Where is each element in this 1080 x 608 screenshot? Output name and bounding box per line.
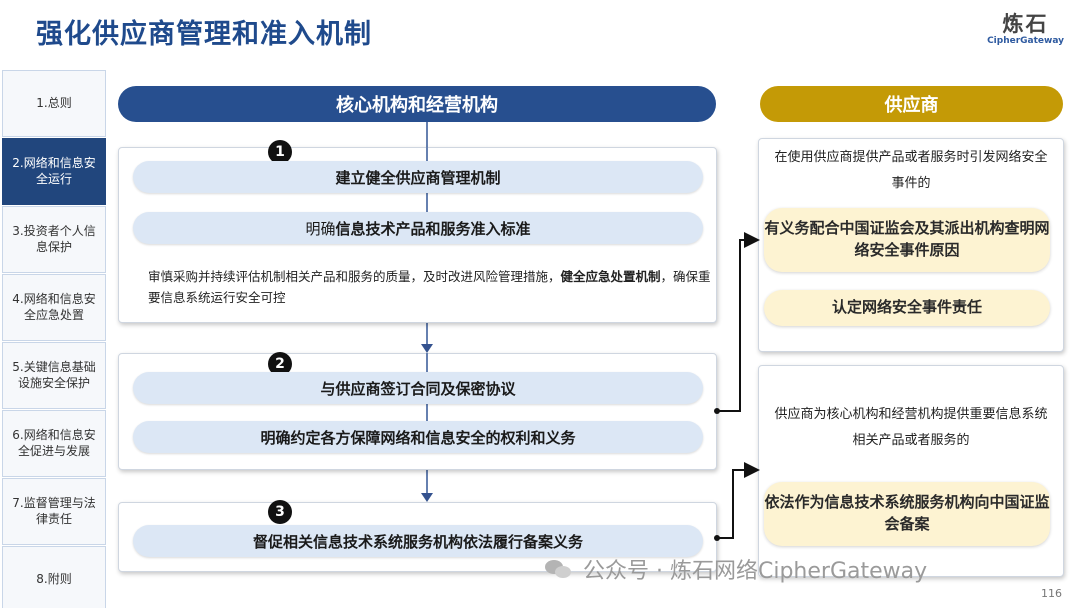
page-title: 强化供应商管理和准入机制 xyxy=(36,19,372,50)
sidebar-item-investor-privacy[interactable]: 3.投资者个人信息保护 xyxy=(2,206,106,273)
connector-2-line xyxy=(717,462,760,539)
flow-line-1b xyxy=(426,147,428,161)
flow-line-3 xyxy=(426,470,428,494)
logo-en: CipherGateway xyxy=(987,36,1064,46)
flow-arrow-2 xyxy=(421,344,433,353)
supplier-box-2-gold-1: 依法作为信息技术系统服务机构向中国证监会备案 xyxy=(764,482,1050,546)
step-1-bar-1: 建立健全供应商管理机制 xyxy=(133,161,703,193)
sidebar-item-network-security-operation[interactable]: 2.网络和信息安全运行 xyxy=(2,138,106,205)
page-number: 116 xyxy=(1041,587,1062,600)
supplier-box-1-gold-1: 有义务配合中国证监会及其派出机构查明网络安全事件原因 xyxy=(764,208,1050,272)
sidebar-item-general[interactable]: 1.总则 xyxy=(2,70,106,137)
sidebar-item-promotion-development[interactable]: 6.网络和信息安全促进与发展 xyxy=(2,410,106,477)
wechat-watermark: 公众号 · 炼石网络CipherGateway xyxy=(545,553,927,585)
flow-line-2c xyxy=(426,404,428,422)
supplier-header: 供应商 xyxy=(760,86,1063,122)
step-1-badge: 1 xyxy=(268,140,292,164)
step-1-description: 审慎采购并持续评估机制相关产品和服务的质量，及时改进风险管理措施，健全应急处置机… xyxy=(148,266,718,309)
step-1-bar-2-bold: 信息技术产品和服务准入标准 xyxy=(335,219,531,238)
sidebar-nav: 1.总则 2.网络和信息安全运行 3.投资者个人信息保护 4.网络和信息安全应急… xyxy=(2,70,106,608)
sidebar-item-critical-infrastructure[interactable]: 5.关键信息基础设施安全保护 xyxy=(2,342,106,409)
logo: 炼石 CipherGateway xyxy=(987,8,1064,46)
step-2-bar-2: 明确约定各方保障网络和信息安全的权利和义务 xyxy=(133,421,703,453)
wechat-icon xyxy=(545,558,575,580)
step-2-bar-1: 与供应商签订合同及保密协议 xyxy=(133,372,703,404)
watermark-text: 公众号 · 炼石网络CipherGateway xyxy=(583,559,928,584)
flow-arrow-3 xyxy=(421,493,433,502)
flow-line-2b xyxy=(426,353,428,373)
step-3-badge: 3 xyxy=(268,500,292,524)
logo-cn: 炼石 xyxy=(1002,12,1049,36)
sidebar-item-supervision-liability[interactable]: 7.监督管理与法律责任 xyxy=(2,478,106,545)
step-3-bar-1: 督促相关信息技术系统服务机构依法履行备案义务 xyxy=(133,525,703,557)
supplier-box-1-text: 在使用供应商提供产品或者服务时引发网络安全事件的 xyxy=(774,150,1048,191)
supplier-box-2-text: 供应商为核心机构和经营机构提供重要信息系统相关产品或者服务的 xyxy=(774,407,1048,448)
flow-line-2 xyxy=(426,323,428,345)
core-institution-header: 核心机构和经营机构 xyxy=(118,86,716,122)
flow-line-1c xyxy=(426,193,428,212)
step-1-desc-part-2: ，确保重要信息系统运行安全可控 xyxy=(148,269,711,306)
step-1-desc-bold: 健全应急处置机制 xyxy=(560,269,661,284)
supplier-box-1-gold-2: 认定网络安全事件责任 xyxy=(764,290,1050,326)
sidebar-item-emergency-response[interactable]: 4.网络和信息安全应急处置 xyxy=(2,274,106,341)
sidebar-item-supplementary[interactable]: 8.附则 xyxy=(2,546,106,608)
step-1-bar-2-prefix: 明确 xyxy=(305,219,336,238)
connector-1-line xyxy=(717,232,760,412)
step-1-bar-2: 明确信息技术产品和服务准入标准 xyxy=(133,212,703,244)
step-1-desc-part-1: 审慎采购并持续评估机制相关产品和服务的质量，及时改进风险管理措施， xyxy=(148,269,561,284)
flow-line-1 xyxy=(426,122,428,147)
